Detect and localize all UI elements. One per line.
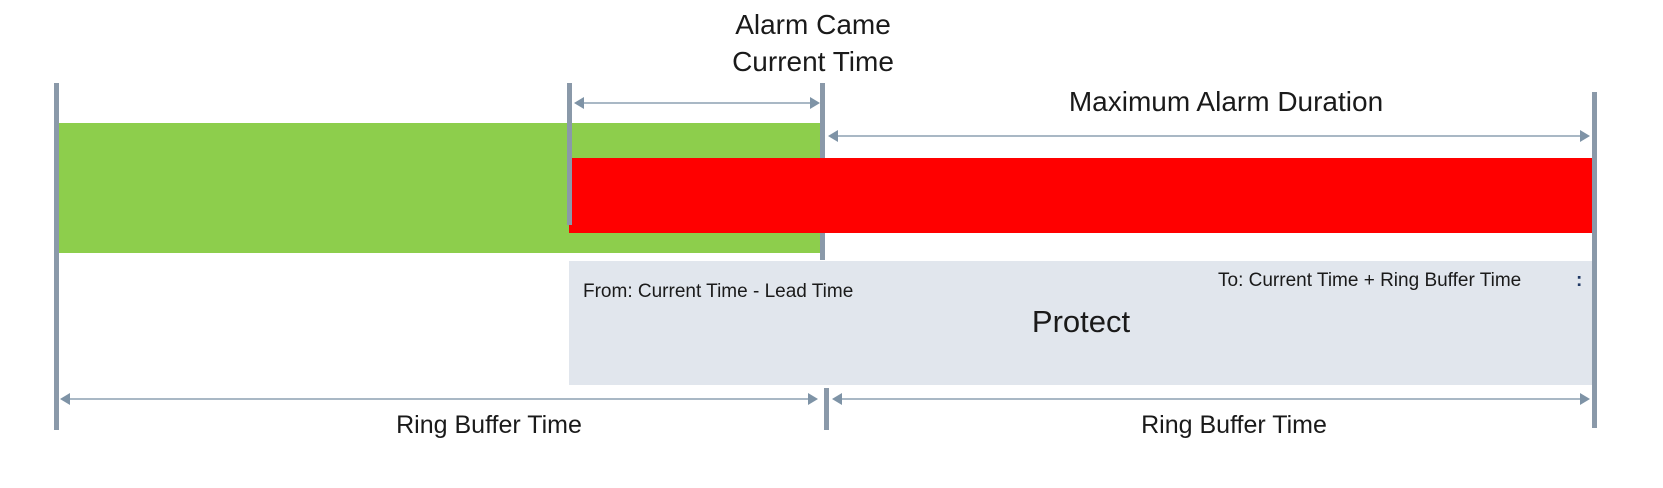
arrow-line [842, 398, 1580, 400]
protect-to-label: To: Current Time + Ring Buffer Time [1218, 270, 1522, 291]
arrowhead-left-icon [574, 97, 584, 109]
ring-buffer-right-arrow [832, 393, 1590, 405]
arrowhead-right-icon [810, 97, 820, 109]
max-alarm-duration-arrow [828, 130, 1590, 142]
arrow-line [838, 135, 1580, 137]
lead-time-arrow [574, 97, 820, 109]
arrowhead-right-icon [1580, 393, 1590, 405]
ring-buffer-time-right-label: Ring Buffer Time [1141, 411, 1327, 439]
lead-time-start-tick [567, 83, 572, 225]
current-time-tick-lower [824, 388, 829, 430]
arrowhead-left-icon [60, 393, 70, 405]
alarm-came-current-time-label: Alarm Came Current Time [613, 6, 1013, 80]
arrowhead-right-icon [1580, 130, 1590, 142]
ring-buffer-time-left-label: Ring Buffer Time [396, 411, 582, 439]
arrowhead-left-icon [828, 130, 838, 142]
protect-title: Protect [1031, 304, 1131, 339]
arrowhead-left-icon [832, 393, 842, 405]
ring-buffer-left-arrow [60, 393, 818, 405]
protect-from-label: From: Current Time - Lead Time [583, 281, 854, 302]
max-alarm-duration-label: Maximum Alarm Duration [1068, 86, 1384, 117]
arrow-line [70, 398, 808, 400]
timeline-end-tick [1592, 92, 1597, 428]
protect-region-box: From: Current Time - Lead Time To: Curre… [569, 261, 1593, 385]
stray-colon-text: : [1576, 270, 1583, 291]
alarm-came-line: Alarm Came [735, 9, 891, 40]
alarm-recording-bar [569, 158, 1593, 233]
current-time-line: Current Time [732, 46, 894, 77]
arrow-line [584, 102, 810, 104]
arrowhead-right-icon [808, 393, 818, 405]
timeline-start-tick [54, 83, 59, 430]
